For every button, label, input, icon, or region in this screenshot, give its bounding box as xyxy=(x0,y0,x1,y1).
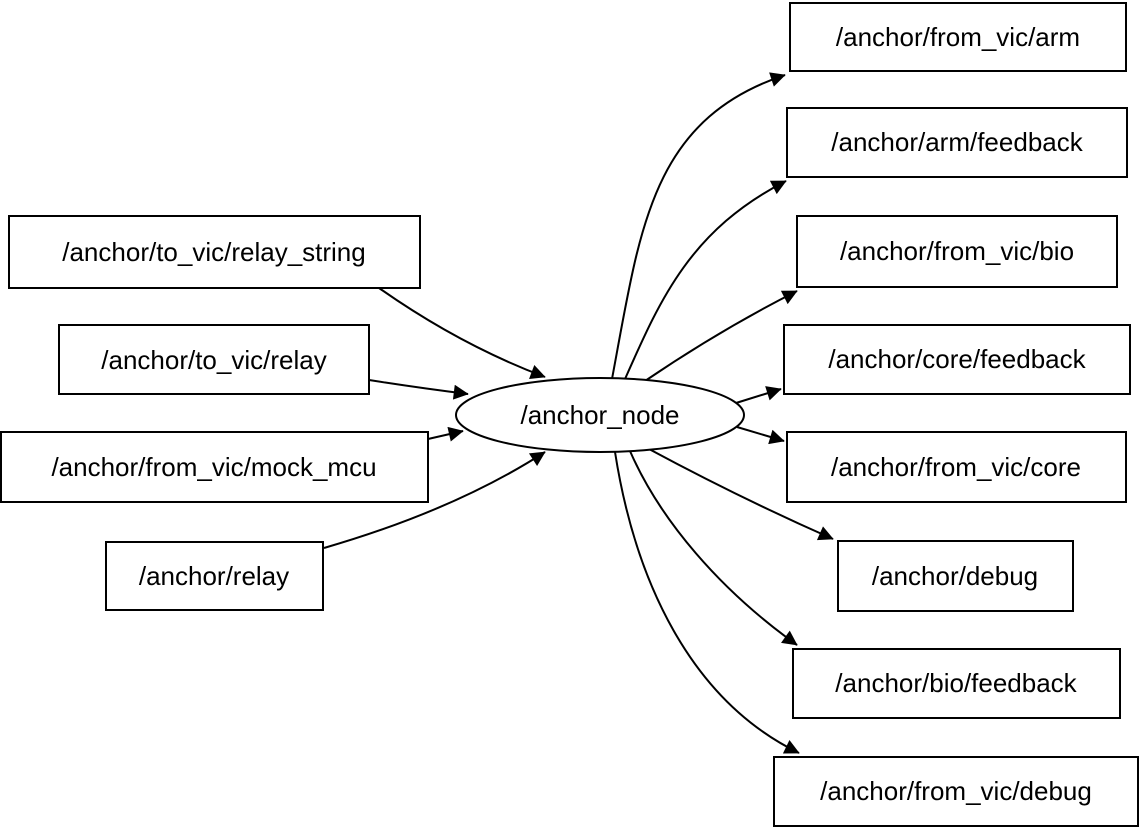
edge-anchor-node-to-from-vic-core xyxy=(736,426,785,445)
topic-label: /anchor/arm/feedback xyxy=(831,127,1083,157)
edge-anchor-node-to-bio-feedback xyxy=(629,450,798,646)
topic-node-to-vic-relay: /anchor/to_vic/relay xyxy=(58,324,370,395)
topic-node-from-vic-bio: /anchor/from_vic/bio xyxy=(796,215,1118,288)
edge-anchor-node-to-arm-feedback xyxy=(624,180,787,380)
topic-box xyxy=(58,324,370,395)
edge-anchor-node-to-anchor-debug xyxy=(648,448,834,541)
topic-label: /anchor/core/feedback xyxy=(828,344,1086,374)
edge-from-vic-mock-mcu-to-anchor-node xyxy=(427,426,464,442)
topic-label: /anchor/debug xyxy=(872,561,1038,591)
topic-box xyxy=(783,324,1131,395)
topic-box xyxy=(789,2,1127,72)
topic-box xyxy=(796,215,1118,288)
node-ellipse xyxy=(455,377,745,453)
topic-label: /anchor/from_vic/arm xyxy=(836,22,1080,52)
node-anchor-node: /anchor_node xyxy=(455,377,745,453)
topic-box xyxy=(786,107,1128,178)
topic-label: /anchor/from_vic/bio xyxy=(840,236,1074,266)
topic-label: /anchor/to_vic/relay xyxy=(101,345,326,375)
topic-node-from-vic-arm: /anchor/from_vic/arm xyxy=(789,2,1127,72)
topic-box xyxy=(0,431,429,503)
topic-node-anchor-relay: /anchor/relay xyxy=(105,541,324,611)
topic-label: /anchor/from_vic/debug xyxy=(820,776,1092,806)
edge-anchor-node-to-core-feedback xyxy=(735,386,782,404)
edge-to-vic-relay-string-to-anchor-node xyxy=(378,287,546,379)
edge-anchor-relay-to-anchor-node xyxy=(323,451,546,549)
topic-node-core-feedback: /anchor/core/feedback xyxy=(783,324,1131,395)
topic-label: /anchor/relay xyxy=(139,561,289,591)
topic-node-from-vic-debug: /anchor/from_vic/debug xyxy=(773,756,1139,827)
topic-box xyxy=(786,431,1127,503)
topic-label: /anchor/to_vic/relay_string xyxy=(62,237,365,267)
edge-anchor-node-to-from-vic-bio xyxy=(644,290,798,382)
topic-label: /anchor/from_vic/mock_mcu xyxy=(51,452,376,482)
topic-label: /anchor/from_vic/core xyxy=(831,452,1081,482)
topic-node-anchor-debug: /anchor/debug xyxy=(837,540,1074,612)
topic-box xyxy=(105,541,324,611)
edge-to-vic-relay-to-anchor-node xyxy=(368,379,469,400)
topic-node-bio-feedback: /anchor/bio/feedback xyxy=(792,648,1121,719)
topic-node-from-vic-core: /anchor/from_vic/core xyxy=(786,431,1127,503)
edge-anchor-node-to-from-vic-debug xyxy=(614,451,800,754)
topic-label: /anchor/bio/feedback xyxy=(835,668,1077,698)
topic-box xyxy=(792,648,1121,719)
topic-node-arm-feedback: /anchor/arm/feedback xyxy=(786,107,1128,178)
edge-anchor-node-to-from-vic-arm xyxy=(611,72,786,380)
node-label: /anchor_node xyxy=(520,400,679,430)
topic-box xyxy=(8,215,421,289)
topic-box xyxy=(773,756,1139,827)
topic-node-from-vic-mock-mcu: /anchor/from_vic/mock_mcu xyxy=(0,431,429,503)
topic-node-to-vic-relay-string: /anchor/to_vic/relay_string xyxy=(8,215,421,289)
topic-box xyxy=(837,540,1074,612)
